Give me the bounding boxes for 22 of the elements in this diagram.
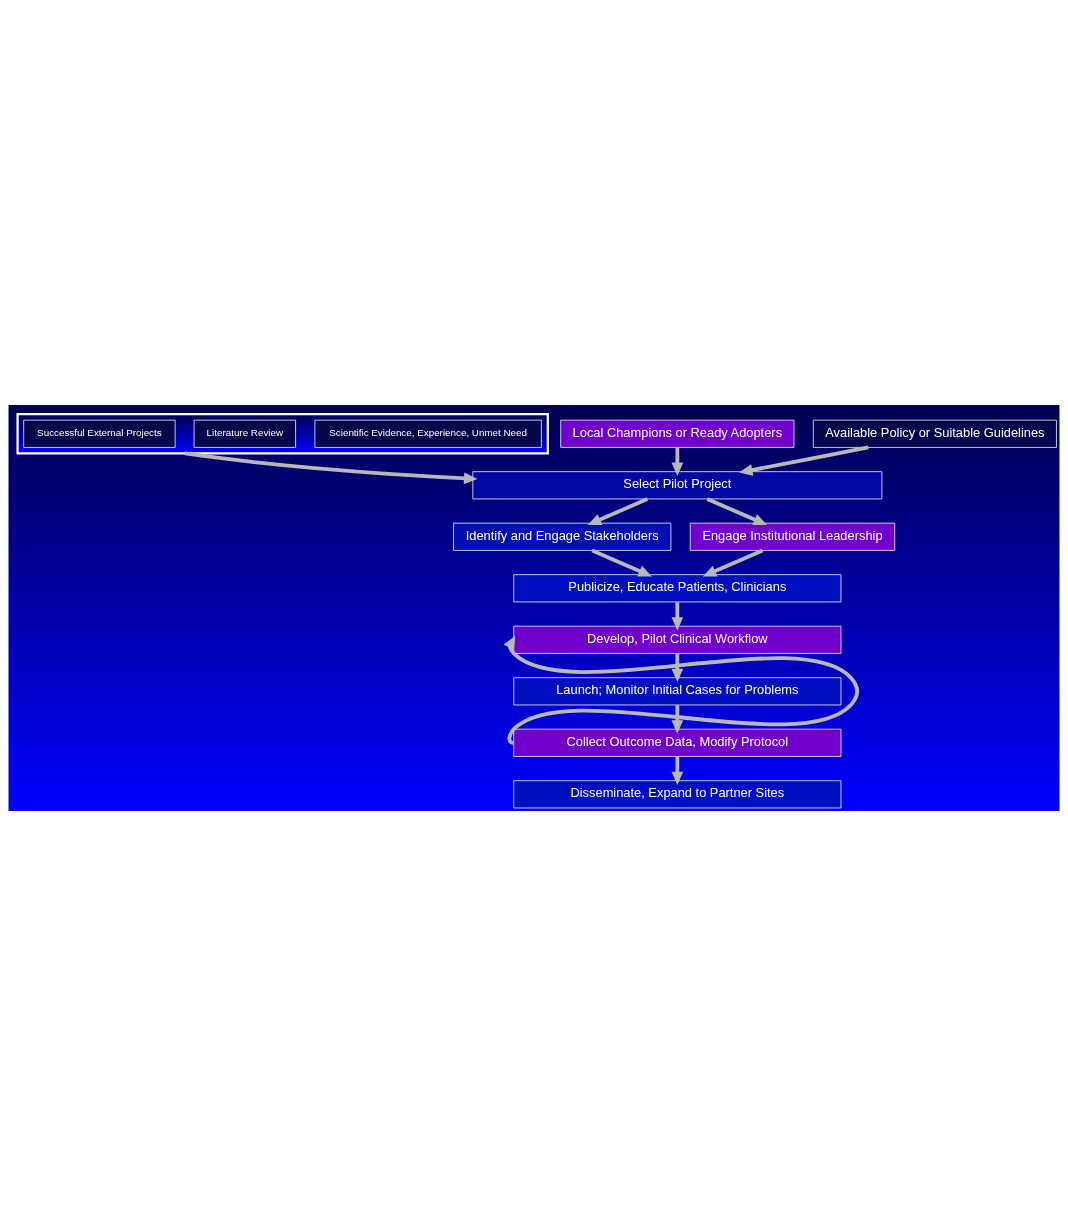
node-box: Develop, Pilot Clinical Workflow: [513, 625, 842, 654]
node-box: Successful External Projects: [23, 419, 176, 448]
node-box: Engage Institutional Leadership: [689, 522, 896, 551]
arrow: [671, 756, 684, 786]
arrow: [671, 447, 684, 477]
node-box: Collect Outcome Data, Modify Protocol: [513, 728, 842, 757]
node-box: Literature Review: [193, 419, 296, 448]
node-box: Available Policy or Suitable Guidelines: [812, 419, 1057, 448]
node-box: Publicize, Educate Patients, Clinicians: [513, 574, 842, 603]
node-box: Scientific Evidence, Experience, Unmet Need: [314, 419, 542, 448]
cluster: [16, 412, 549, 455]
node-box: Select Pilot Project: [472, 471, 883, 500]
node-box: Local Champions or Ready Adopters: [560, 419, 795, 448]
node-box: Launch; Monitor Initial Cases for Problems: [513, 677, 842, 706]
arrow: [184, 451, 478, 485]
arrow: [503, 635, 859, 744]
node-box: Identify and Engage Stakeholders: [453, 522, 672, 551]
node-box: Disseminate, Expand to Partner Sites: [513, 780, 842, 809]
arrow: [671, 602, 684, 631]
arrow: [587, 497, 649, 526]
arrow: [702, 548, 764, 577]
arrow: [591, 548, 652, 577]
